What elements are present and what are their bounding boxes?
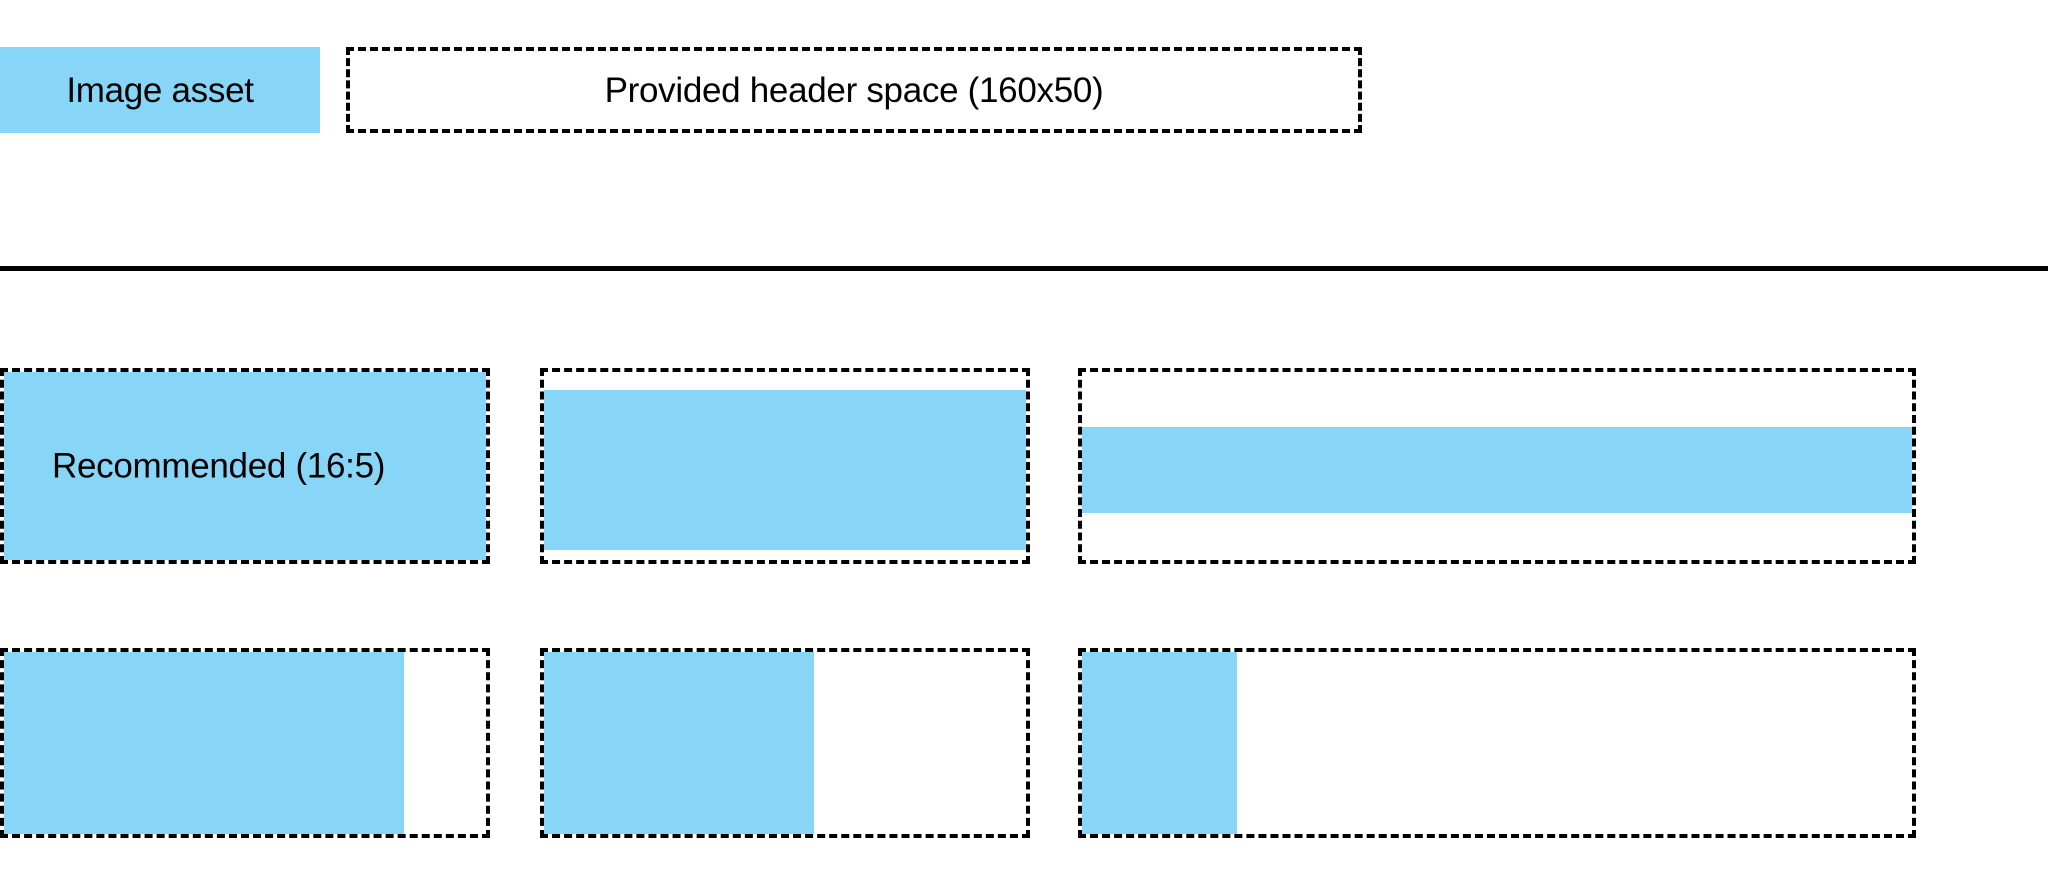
sample-box-row1-sample-2 — [540, 368, 1030, 564]
sample-fill-row1-sample-3 — [1082, 427, 1912, 513]
sample-box-row1-sample-3 — [1078, 368, 1916, 564]
sample-box-row2-sample-3 — [1078, 648, 1916, 838]
sample-fill-row1-sample-2 — [544, 390, 1026, 550]
legend-image-asset-swatch: Image asset — [0, 47, 320, 133]
sample-fill-row2-sample-3 — [1082, 652, 1237, 834]
sample-fill-row2-sample-1 — [4, 652, 404, 834]
legend-header-space-outline: Provided header space (160x50) — [346, 47, 1362, 133]
legend-header-space-label: Provided header space (160x50) — [604, 70, 1104, 110]
sample-box-row2-sample-1 — [0, 648, 490, 838]
section-divider — [0, 266, 2048, 271]
sample-label-recommended-16-5: Recommended (16:5) — [52, 446, 386, 486]
sample-fill-row2-sample-2 — [544, 652, 814, 834]
sample-box-row2-sample-2 — [540, 648, 1030, 838]
sample-fill-recommended-16-5 — [4, 372, 486, 560]
sample-box-recommended-16-5: Recommended (16:5) — [0, 368, 490, 564]
legend-image-asset-label: Image asset — [66, 70, 254, 110]
